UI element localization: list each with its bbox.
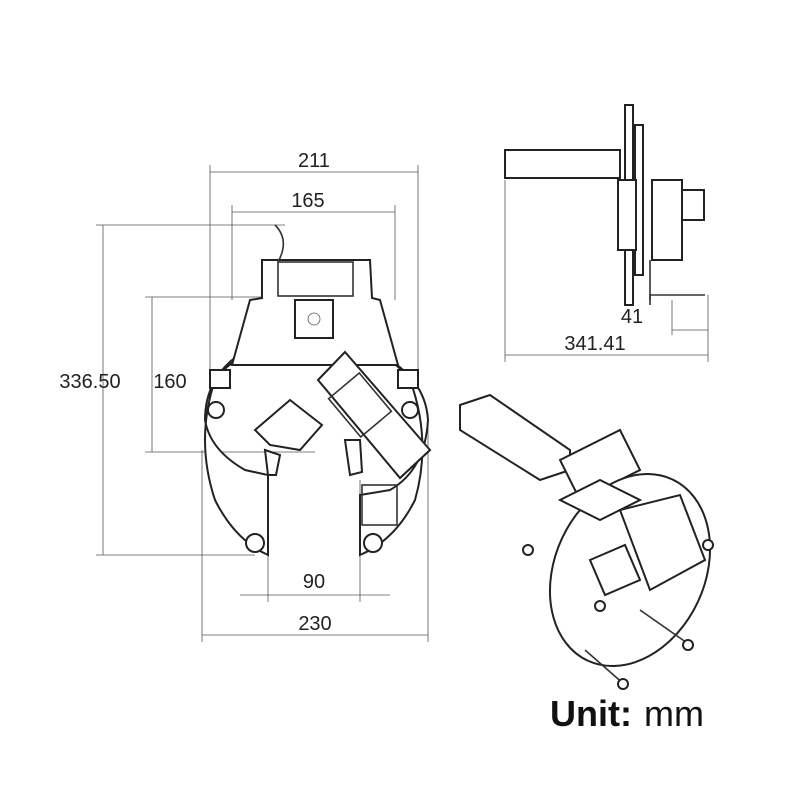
dim-height-inner: 160 [153, 371, 186, 393]
unit-label: Unit: mm [550, 693, 704, 734]
dim-width-inner: 165 [291, 190, 324, 212]
dim-height-overall: 336.50 [59, 371, 120, 393]
dim-length-overall: 341.41 [564, 333, 625, 355]
dim-offset: 41 [621, 306, 643, 328]
unit-prefix: Unit: [550, 693, 632, 734]
isometric-view [459, 393, 714, 690]
dim-base-width: 230 [298, 613, 331, 635]
unit-value: mm [644, 693, 704, 734]
dim-width-overall: 211 [298, 150, 330, 172]
side-view: 41 341.41 [504, 104, 709, 362]
front-view: 211 165 336.50 160 90 230 [59, 150, 432, 642]
dim-opening-width: 90 [303, 571, 325, 593]
